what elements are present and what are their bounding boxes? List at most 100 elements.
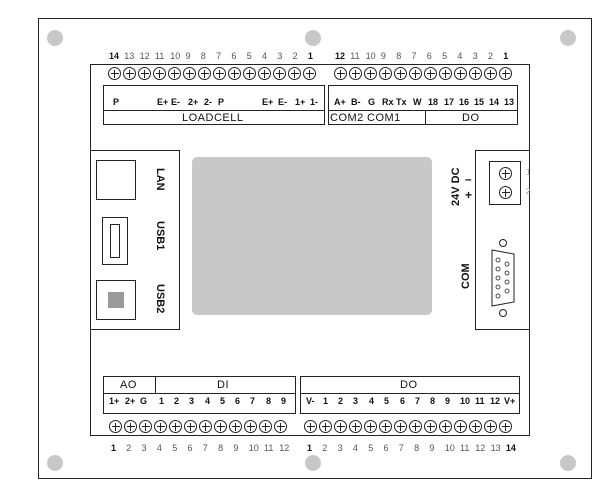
loadcell-pin-label-9: 1+	[295, 97, 306, 107]
loadcell-pin-label-1: P	[113, 97, 120, 107]
bottom-right-pin-number-12: 12	[475, 443, 486, 453]
bottom-left-pin-number-2: 2	[126, 443, 132, 453]
bottom-right-terminal-10[interactable]	[439, 420, 452, 433]
mounting-hole-bottom-right	[560, 455, 576, 471]
di-section-label: DI	[217, 379, 229, 391]
top-left-terminal-4[interactable]	[153, 67, 166, 80]
ao-di-pin-label-8: 5	[220, 396, 226, 406]
ao-di-pin-label-7: 4	[205, 396, 211, 406]
top-left-terminal-8[interactable]	[213, 67, 226, 80]
db9-pins	[495, 257, 510, 299]
top-left-pin-number-5: 10	[170, 51, 181, 61]
ao-di-pin-label-2: 2+	[125, 396, 136, 406]
bottom-left-pin-number-8: 8	[218, 443, 224, 453]
power-connector	[489, 161, 521, 205]
do-bottom-pin-label-8: 7	[415, 396, 421, 406]
bottom-right-terminal-6[interactable]	[379, 420, 392, 433]
ao-di-pin-label-6: 3	[189, 396, 195, 406]
bottom-left-pin-number-3: 3	[141, 443, 147, 453]
db9-serial-connector[interactable]	[486, 236, 520, 320]
bottom-right-pin-number-1: 1	[307, 443, 313, 453]
top-left-terminal-13[interactable]	[288, 67, 301, 80]
bottom-right-terminal-1[interactable]	[304, 420, 317, 433]
bottom-left-terminal-7[interactable]	[199, 420, 212, 433]
com-do-pin-label-7: 18	[428, 97, 439, 107]
top-left-terminal-6[interactable]	[183, 67, 196, 80]
top-left-terminal-11[interactable]	[258, 67, 271, 80]
do-bottom-pin-label-1: V-	[306, 396, 315, 406]
top-right-pin-number-2: 11	[350, 51, 360, 61]
bottom-right-terminal-13[interactable]	[484, 420, 497, 433]
top-right-terminal-12[interactable]	[499, 67, 512, 80]
bottom-left-terminal-5[interactable]	[169, 420, 182, 433]
bottom-left-terminal-3[interactable]	[139, 420, 152, 433]
com1-section-label: COM1	[367, 112, 401, 124]
lcd-display	[192, 157, 432, 315]
top-right-terminal-10[interactable]	[469, 67, 482, 80]
top-left-terminal-5[interactable]	[168, 67, 181, 80]
top-right-terminal-9[interactable]	[454, 67, 467, 80]
top-left-pin-number-10: 5	[246, 51, 252, 61]
bottom-right-terminal-11[interactable]	[454, 420, 467, 433]
top-left-terminal-10[interactable]	[243, 67, 256, 80]
bottom-right-terminal-5[interactable]	[364, 420, 377, 433]
top-left-terminal-12[interactable]	[273, 67, 286, 80]
top-left-pin-number-14: 1	[307, 51, 313, 61]
top-right-terminal-3[interactable]	[364, 67, 377, 80]
bottom-right-terminal-12[interactable]	[469, 420, 482, 433]
bottom-left-terminal-4[interactable]	[154, 420, 167, 433]
bottom-left-terminal-6[interactable]	[184, 420, 197, 433]
top-left-terminal-9[interactable]	[228, 67, 241, 80]
top-right-terminal-8[interactable]	[439, 67, 452, 80]
top-right-terminal-5[interactable]	[394, 67, 407, 80]
top-right-terminal-7[interactable]	[424, 67, 437, 80]
bottom-left-terminal-8[interactable]	[214, 420, 227, 433]
ao-di-pin-label-12: 9	[281, 396, 287, 406]
bottom-left-terminal-12[interactable]	[274, 420, 287, 433]
usb2-port[interactable]	[96, 280, 136, 320]
db9-screw-bottom	[499, 309, 507, 317]
loadcell-pin-label-10: 1-	[310, 97, 319, 107]
top-left-terminal-3[interactable]	[138, 67, 151, 80]
bottom-right-terminal-3[interactable]	[334, 420, 347, 433]
loadcell-pin-label-6: P	[218, 97, 225, 107]
do-bottom-pin-label-2: 1	[323, 396, 329, 406]
bottom-right-terminal-14[interactable]	[499, 420, 512, 433]
top-right-terminal-6[interactable]	[409, 67, 422, 80]
usb1-port[interactable]	[102, 217, 128, 265]
top-right-terminal-2[interactable]	[349, 67, 362, 80]
power-pin-1: 1	[526, 168, 531, 177]
top-left-pin-number-3: 12	[139, 51, 150, 61]
power-terminal-1[interactable]	[499, 167, 512, 180]
bottom-left-terminal-11[interactable]	[259, 420, 272, 433]
top-left-terminal-1[interactable]	[108, 67, 121, 80]
top-left-terminal-2[interactable]	[123, 67, 136, 80]
top-right-pin-number-4: 9	[380, 51, 386, 61]
bottom-left-terminal-10[interactable]	[244, 420, 257, 433]
left-port-panel	[90, 150, 180, 330]
do-bottom-pin-label-7: 6	[400, 396, 406, 406]
bottom-right-terminal-2[interactable]	[319, 420, 332, 433]
top-right-pin-number-3: 10	[365, 51, 376, 61]
top-right-terminal-11[interactable]	[484, 67, 497, 80]
do-top-section-label: DO	[462, 112, 480, 124]
bottom-left-terminal-9[interactable]	[229, 420, 242, 433]
bottom-left-terminal-2[interactable]	[124, 420, 137, 433]
bottom-right-terminal-7[interactable]	[394, 420, 407, 433]
com-do-pin-label-11: 14	[489, 97, 500, 107]
bottom-right-terminal-4[interactable]	[349, 420, 362, 433]
bottom-left-terminal-1[interactable]	[109, 420, 122, 433]
top-right-terminal-1[interactable]	[334, 67, 347, 80]
lan-port[interactable]	[96, 160, 136, 200]
bottom-right-pin-number-6: 6	[383, 443, 389, 453]
bottom-right-terminal-8[interactable]	[409, 420, 422, 433]
bottom-right-pin-number-8: 8	[414, 443, 420, 453]
power-label: 24V DC	[450, 167, 462, 206]
top-right-terminal-4[interactable]	[379, 67, 392, 80]
power-pin-2: 2	[526, 187, 531, 196]
top-left-terminal-7[interactable]	[198, 67, 211, 80]
bottom-right-terminal-9[interactable]	[424, 420, 437, 433]
power-terminal-2[interactable]	[499, 186, 512, 199]
com-do-pin-label-6: W	[413, 97, 422, 107]
top-left-terminal-14[interactable]	[303, 67, 316, 80]
